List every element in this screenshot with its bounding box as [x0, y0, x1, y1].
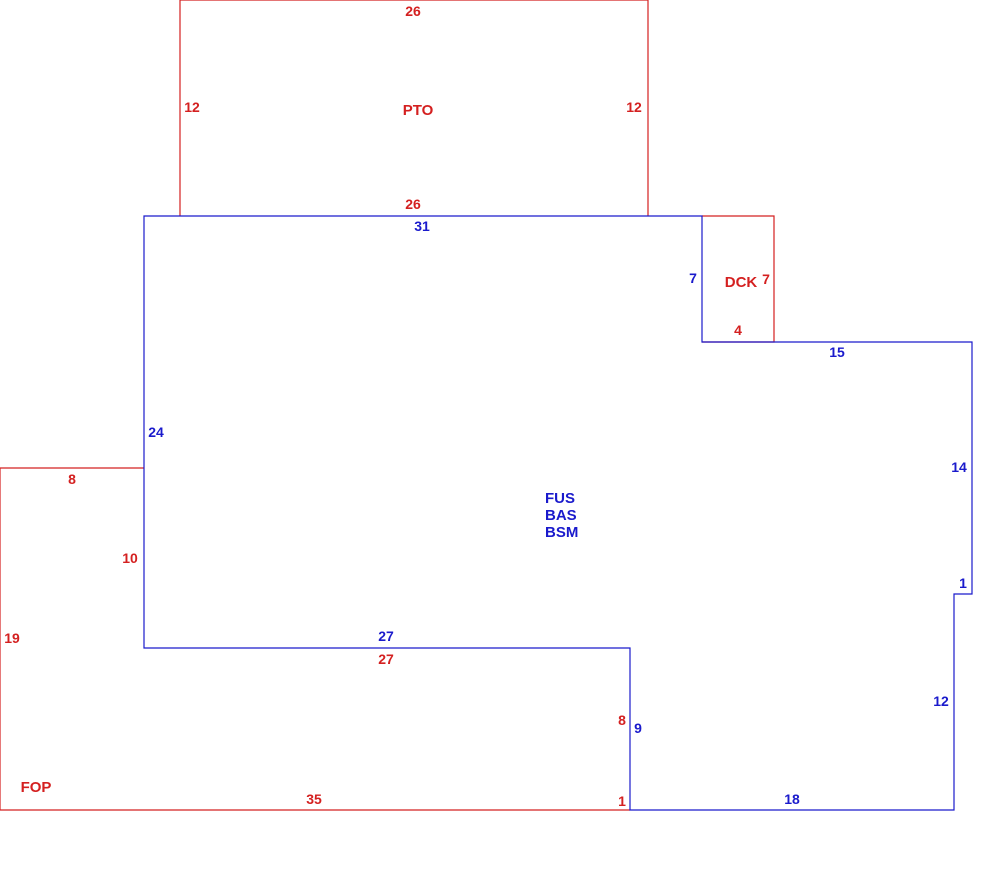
fop-dim-left: 19 [4, 630, 20, 646]
dck-dim-right: 7 [762, 271, 770, 287]
pto-area: PTO 26 12 12 26 [179, 0, 649, 216]
fop-dim-top: 8 [68, 471, 76, 487]
main-dim-lower-right: 12 [933, 693, 949, 709]
fop-label: FOP [21, 779, 52, 796]
fop-dim-inner: 27 [378, 651, 394, 667]
pto-dim-bottom: 26 [405, 196, 421, 212]
main-dim-upper-right: 15 [829, 344, 845, 360]
pto-dim-top: 26 [405, 3, 421, 19]
main-label-bsm: BSM [545, 524, 578, 541]
main-label-fus: FUS [545, 490, 575, 507]
fop-dim-bottom: 35 [306, 791, 322, 807]
main-dim-notch: 9 [634, 720, 642, 736]
main-dim-right: 14 [951, 459, 967, 475]
pto-dim-right: 12 [626, 99, 642, 115]
dck-dim-bottom: 4 [734, 322, 742, 338]
fop-dim-right: 8 [618, 712, 626, 728]
fop-dim-inner-left: 10 [122, 550, 138, 566]
fop-dim-corner: 1 [618, 793, 626, 809]
main-dim-inner: 27 [378, 628, 394, 644]
main-dim-top: 31 [414, 218, 430, 234]
main-dim-step: 1 [959, 575, 967, 591]
main-dim-dck-side: 7 [689, 270, 697, 286]
main-label-bas: BAS [545, 507, 577, 524]
fop-outline [0, 467, 630, 811]
dck-area: DCK 7 4 [702, 215, 775, 343]
dck-label: DCK [725, 274, 758, 291]
main-dim-left: 24 [148, 424, 164, 440]
pto-label: PTO [403, 102, 434, 119]
main-outline [143, 215, 973, 811]
fop-area: FOP 8 10 19 27 8 35 1 [0, 467, 630, 811]
main-area: FUS BAS BSM 31 7 15 14 1 12 18 9 27 24 [143, 215, 973, 811]
pto-outline [179, 0, 649, 216]
pto-dim-left: 12 [184, 99, 200, 115]
main-dim-bottom: 18 [784, 791, 800, 807]
